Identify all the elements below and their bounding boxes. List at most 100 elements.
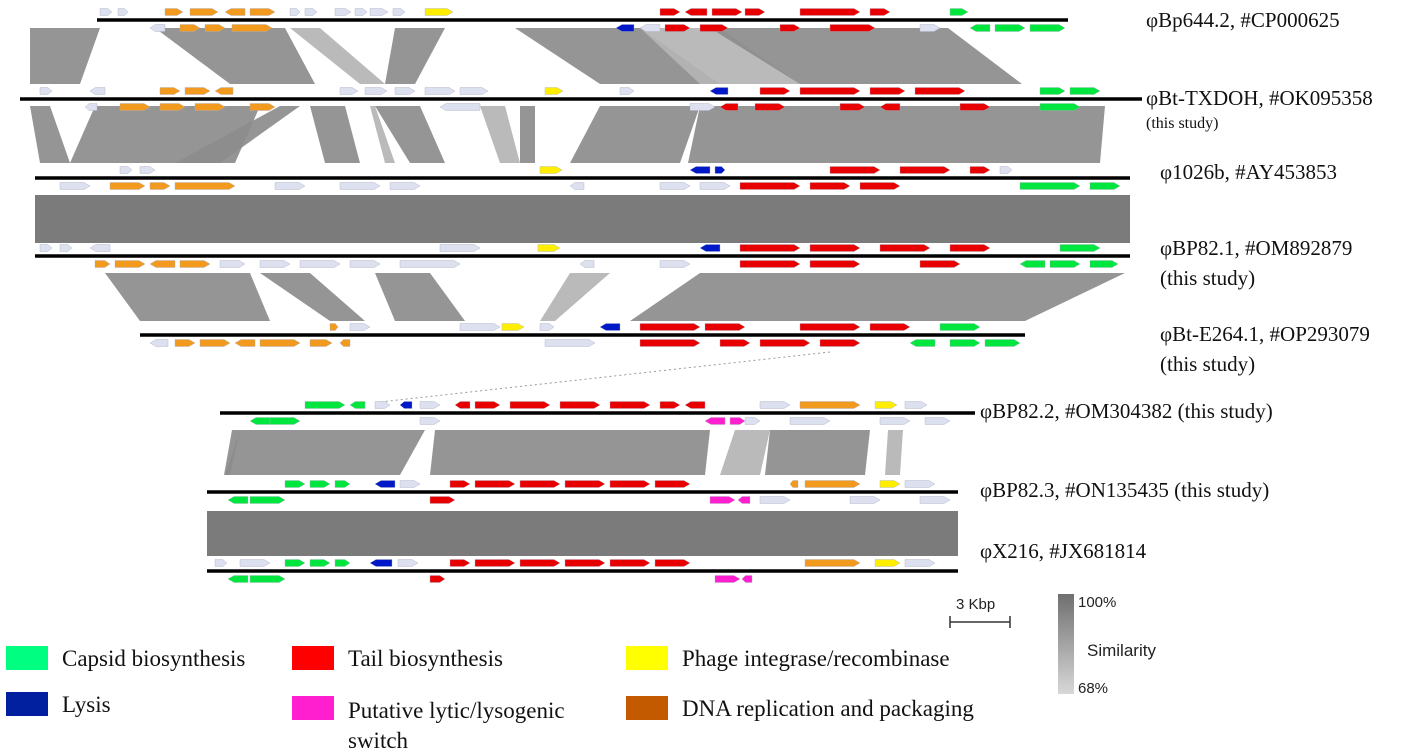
- gene-52: [1039, 87, 1066, 95]
- legend-label-lysis: Lysis: [62, 692, 111, 717]
- gene-191: [849, 496, 881, 504]
- gene-71: [714, 166, 726, 174]
- gene-128: [869, 323, 911, 331]
- similarity-link-6: [640, 28, 800, 84]
- gene-139: [719, 339, 751, 347]
- gene-173: [374, 480, 396, 488]
- gene-190: [759, 496, 791, 504]
- gene-54: [84, 103, 98, 111]
- gene-21: [149, 24, 166, 32]
- gene-205: [654, 559, 691, 567]
- gene-203: [564, 559, 606, 567]
- legend-swatch-lysis: [6, 692, 48, 716]
- gene-122: [501, 323, 525, 331]
- legend-label-tail: Tail biosynthesis: [348, 646, 503, 671]
- gene-12: [392, 8, 406, 16]
- gene-50: [869, 87, 906, 95]
- gene-120: [349, 323, 371, 331]
- gene-42: [394, 87, 416, 95]
- gene-100: [949, 244, 991, 252]
- gene-141: [819, 339, 861, 347]
- gene-11: [369, 8, 389, 16]
- similarity-max-label: 100%: [1078, 594, 1117, 611]
- gene-36: [89, 87, 106, 95]
- similarity-link-13: [375, 106, 445, 163]
- gene-117: [1049, 260, 1081, 268]
- gene-86: [739, 182, 801, 190]
- gene-33: [994, 24, 1026, 32]
- gene-199: [397, 559, 419, 567]
- gene-69: [539, 166, 563, 174]
- gene-201: [474, 559, 516, 567]
- gene-152: [509, 401, 551, 409]
- gene-23: [204, 24, 226, 32]
- similarity-link-14: [480, 106, 520, 163]
- gene-194: [239, 559, 271, 567]
- gene-206: [804, 559, 861, 567]
- gene-146: [349, 401, 366, 409]
- gene-56: [159, 103, 186, 111]
- gene-188: [709, 496, 736, 504]
- gene-123: [539, 323, 555, 331]
- similarity-link-22: [540, 273, 610, 321]
- gene-174: [399, 480, 421, 488]
- gene-34: [1029, 24, 1066, 32]
- gene-55: [119, 103, 151, 111]
- gene-4: [189, 8, 219, 16]
- gene-28: [699, 24, 729, 32]
- legend-swatch-tail: [292, 646, 334, 670]
- gene-121: [459, 323, 501, 331]
- similarity-link-27: [620, 430, 710, 475]
- gene-104: [149, 260, 176, 268]
- similarity-link-25: [225, 430, 425, 475]
- similarity-link-11: [310, 106, 360, 163]
- gene-89: [1019, 182, 1081, 190]
- gene-137: [544, 339, 596, 347]
- gene-62: [754, 103, 786, 111]
- gene-15: [684, 8, 708, 16]
- gene-133: [234, 339, 256, 347]
- similarity-link-4: [385, 28, 445, 84]
- gene-17: [744, 8, 766, 16]
- similarity-links: [30, 28, 1130, 556]
- gene-176: [474, 480, 516, 488]
- gene-82: [389, 182, 421, 190]
- gene-97: [739, 244, 801, 252]
- gene-5: [224, 8, 246, 16]
- similarity-gradient-bar: [1058, 594, 1074, 694]
- gene-101: [1059, 244, 1101, 252]
- gene-138: [639, 339, 701, 347]
- legend-label-switch: Putative lytic/lysogenic switch: [348, 698, 565, 753]
- gene-99: [879, 244, 931, 252]
- gene-87: [809, 182, 851, 190]
- gene-119: [329, 323, 339, 331]
- gene-96: [699, 244, 721, 252]
- gene-196: [309, 559, 331, 567]
- gene-90: [1089, 182, 1121, 190]
- gene-35: [39, 87, 53, 95]
- gene-46: [619, 87, 635, 95]
- gene-110: [399, 260, 461, 268]
- gene-3: [164, 8, 184, 16]
- similarity-link-31: [207, 511, 958, 556]
- genome-backbones: [20, 18, 1142, 573]
- gene-127: [799, 323, 861, 331]
- gene-204: [609, 559, 651, 567]
- gene-107: [259, 260, 291, 268]
- gene-91: [39, 244, 53, 252]
- gene-150: [454, 401, 471, 409]
- gene-8: [304, 8, 318, 16]
- gene-184: [904, 480, 936, 488]
- gene-163: [419, 417, 441, 425]
- genome-sublabel-2: (this study): [1146, 115, 1219, 132]
- gene-132: [199, 339, 231, 347]
- gene-162: [269, 417, 301, 425]
- similarity-link-10: [175, 106, 300, 163]
- gene-25: [615, 24, 635, 32]
- gene-193: [214, 559, 228, 567]
- scale-bar-label: 3 Kbp: [956, 596, 996, 613]
- gene-143: [949, 339, 981, 347]
- gene-45: [544, 87, 564, 95]
- gene-112: [659, 260, 691, 268]
- gene-74: [969, 166, 991, 174]
